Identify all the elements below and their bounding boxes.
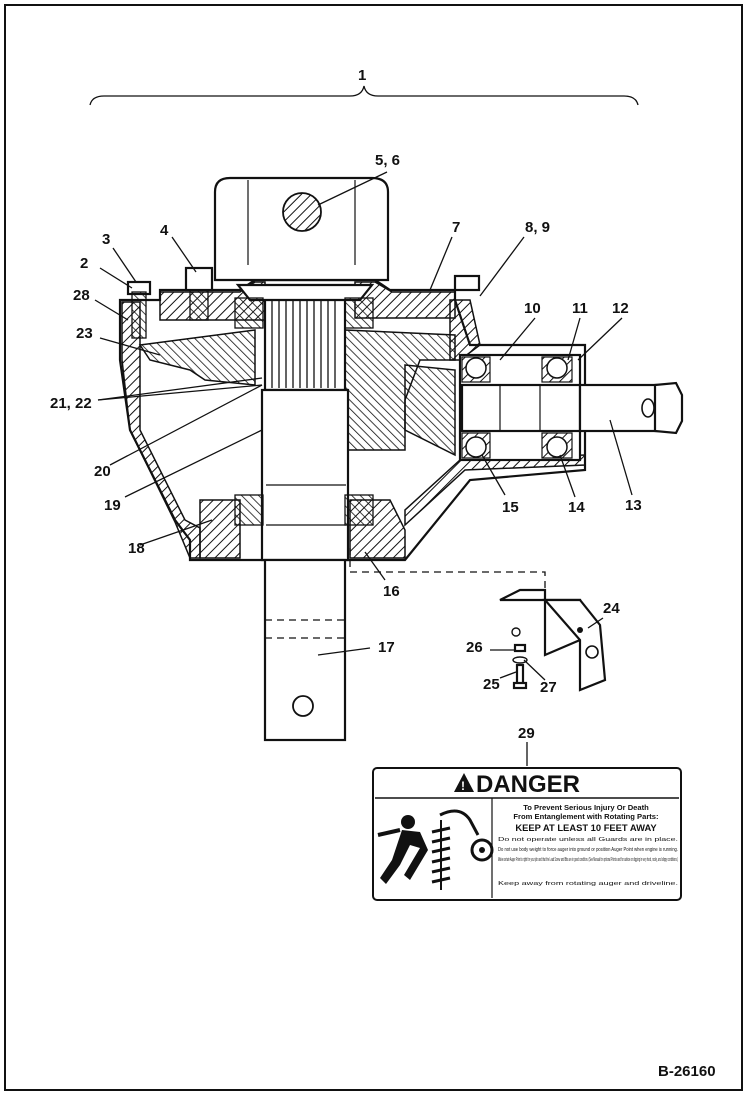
- callout-26: 26: [466, 639, 483, 656]
- callout-19: 19: [104, 497, 121, 514]
- callout-12: 12: [612, 300, 629, 317]
- callout-14: 14: [568, 499, 585, 516]
- callout-29: 29: [518, 725, 535, 742]
- callout-20: 20: [94, 463, 111, 480]
- housing-bolts: [126, 266, 481, 339]
- callout-24: 24: [603, 600, 620, 617]
- drawing-frame: [4, 4, 743, 1091]
- callout-17: 17: [378, 639, 395, 656]
- leader-lines: [94, 171, 633, 766]
- svg-text:!: !: [461, 779, 465, 793]
- decal-heading-2: From Entanglement with Rotating Parts:: [513, 812, 658, 821]
- callout-3: 3: [102, 231, 110, 248]
- output-shaft: [234, 283, 375, 742]
- guard-bracket: [349, 548, 607, 692]
- callout-2: 2: [80, 255, 88, 272]
- drawing-id: B-26160: [658, 1063, 716, 1080]
- assembly-brace: [89, 85, 639, 106]
- danger-decal: ! DANGER To Prevent Serious Injury Or De…: [372, 767, 682, 901]
- decal-heading-3: KEEP AT LEAST 10 FEET AWAY: [515, 822, 657, 833]
- decal-bullet-1: Do not operate unless all Guards are in …: [498, 837, 678, 843]
- decal-bullet-2: Do not use body weight to force auger in…: [498, 847, 678, 853]
- callout-15: 15: [502, 499, 519, 516]
- callout-16: 16: [383, 583, 400, 600]
- decal-bullet-3: Make certain Auger Point is right for yo…: [498, 857, 678, 863]
- input-shaft: [458, 353, 684, 462]
- callout-21-22: 21, 22: [50, 395, 92, 412]
- callout-7: 7: [452, 219, 460, 236]
- warning-triangle-icon: [454, 773, 474, 792]
- decal-heading-1: To Prevent Serious Injury Or Death: [523, 803, 649, 812]
- callout-13: 13: [625, 497, 642, 514]
- decal-title: DANGER: [476, 771, 580, 798]
- mount-lug: [213, 176, 390, 282]
- callout-23: 23: [76, 325, 93, 342]
- decal-bullet-4: Keep away from rotating auger and drivel…: [498, 881, 678, 887]
- callout-1: 1: [358, 67, 366, 84]
- callout-10: 10: [524, 300, 541, 317]
- callout-28: 28: [73, 287, 90, 304]
- callout-5-6: 5, 6: [375, 152, 400, 169]
- callout-27: 27: [540, 679, 557, 696]
- callout-25: 25: [483, 676, 500, 693]
- callout-11: 11: [572, 300, 588, 317]
- callout-18: 18: [128, 540, 145, 557]
- callout-8-9: 8, 9: [525, 219, 550, 236]
- callout-4: 4: [160, 222, 169, 239]
- gearbox-housing: [118, 278, 587, 562]
- callouts: 1 5, 6 4 3 2 28 23 21, 22 20 19 18 7 8, …: [50, 67, 642, 742]
- entanglement-pictogram: [377, 809, 494, 890]
